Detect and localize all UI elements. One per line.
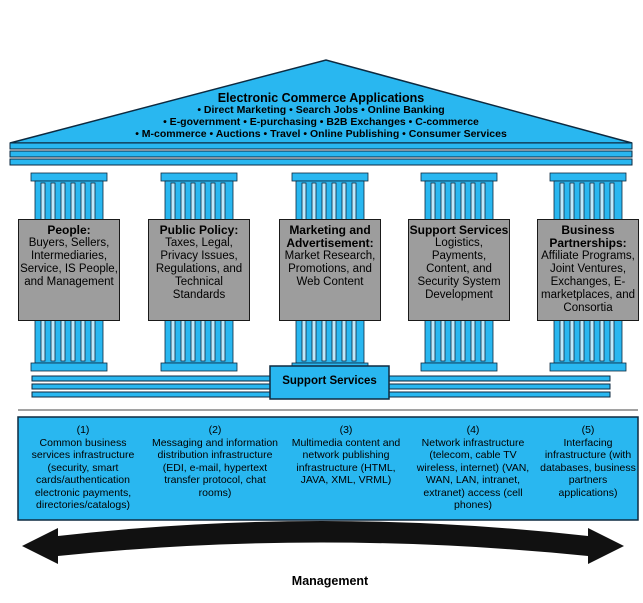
infrastructure-number: (4) bbox=[466, 424, 480, 436]
pillar-base bbox=[549, 362, 627, 372]
pillar-body: Affiliate Programs, Joint Ventures, Exch… bbox=[541, 250, 635, 314]
infrastructure-text: Common business services infrastructure … bbox=[31, 436, 135, 512]
infrastructure-text: Multimedia content and network publishin… bbox=[291, 436, 401, 487]
infrastructure-item-5: (5) Interfacing infrastructure (with dat… bbox=[540, 424, 636, 499]
support-services-label: Support Services bbox=[282, 375, 377, 387]
infrastructure-number: (3) bbox=[339, 424, 353, 436]
roof-line-3: • M-commerce • Auctions • Travel • Onlin… bbox=[135, 128, 507, 140]
pillar-capital bbox=[30, 172, 108, 182]
pillar-box-public-policy: Public Policy: Taxes, Legal, Privacy Iss… bbox=[148, 219, 250, 321]
pillar-box-business-partnerships: Business Partnerships: Affiliate Program… bbox=[537, 219, 639, 321]
roof-stripe bbox=[9, 158, 633, 166]
pillar-title: People: bbox=[47, 223, 91, 237]
infrastructure-number: (1) bbox=[76, 424, 90, 436]
pillar-base bbox=[30, 362, 108, 372]
pillar-base bbox=[420, 362, 498, 372]
management-label: Management bbox=[291, 574, 369, 588]
infrastructure-text: Interfacing infrastructure (with databas… bbox=[540, 436, 636, 499]
infrastructure-text: Messaging and information distribution i… bbox=[151, 436, 279, 499]
support-services-box bbox=[269, 365, 390, 400]
infrastructure-item-3: (3) Multimedia content and network publi… bbox=[287, 424, 405, 487]
infrastructure-number: (5) bbox=[581, 424, 595, 436]
pillar-body: Buyers, Sellers, Intermediaries, Service… bbox=[20, 237, 118, 288]
pillar-capital bbox=[549, 172, 627, 182]
pillar-body: Market Research, Promotions, and Web Con… bbox=[284, 250, 376, 288]
roof-stripe bbox=[9, 150, 633, 158]
roof-title: Electronic Commerce Applications bbox=[217, 91, 425, 105]
pillar-title: Business Partnerships: bbox=[549, 223, 627, 250]
pillar-title: Support Services bbox=[409, 223, 509, 237]
pillar-title: Marketing and Advertisement: bbox=[286, 223, 374, 250]
pillar-capital bbox=[291, 172, 369, 182]
pillar-box-people: People: Buyers, Sellers, Intermediaries,… bbox=[18, 219, 120, 321]
pillar-base bbox=[160, 362, 238, 372]
pillar-body: Taxes, Legal, Privacy Issues, Regulation… bbox=[155, 237, 243, 301]
pillar-box-support-services: Support Services Logistics, Payments, Co… bbox=[408, 219, 510, 321]
pillar-capital bbox=[160, 172, 238, 182]
pillar-capital bbox=[420, 172, 498, 182]
roof-line-1: • Direct Marketing • Search Jobs • Onlin… bbox=[197, 104, 445, 116]
pillar-box-marketing: Marketing and Advertisement: Market Rese… bbox=[279, 219, 381, 321]
roof-line-2: • E-government • E-purchasing • B2B Exch… bbox=[163, 116, 479, 128]
pillar-body: Logistics, Payments, Content, and Securi… bbox=[417, 237, 501, 301]
management-arrow bbox=[22, 521, 624, 564]
infrastructure-number: (2) bbox=[208, 424, 222, 436]
infrastructure-item-4: (4) Network infrastructure (telecom, cab… bbox=[414, 424, 532, 512]
pillar-title: Public Policy: bbox=[159, 223, 239, 237]
infrastructure-item-2: (2) Messaging and information distributi… bbox=[150, 424, 280, 499]
infrastructure-item-1: (1) Common business services infrastruct… bbox=[24, 424, 142, 512]
infrastructure-box bbox=[17, 416, 639, 521]
roof-stripe bbox=[9, 142, 633, 150]
infrastructure-text: Network infrastructure (telecom, cable T… bbox=[416, 436, 530, 512]
